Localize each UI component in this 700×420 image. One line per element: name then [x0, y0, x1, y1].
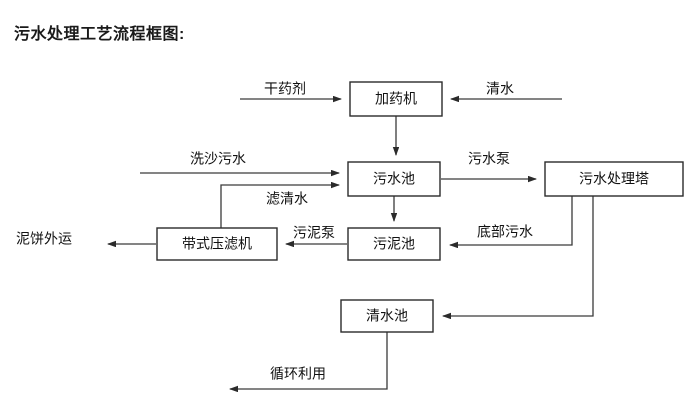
node-treatment-tower[interactable]: 污水处理塔: [544, 161, 684, 197]
node-dosing-machine[interactable]: 加药机: [349, 81, 443, 117]
edge-label-recycle: 循环利用: [270, 366, 326, 382]
edge-label-dry-chemical: 干药剂: [264, 81, 306, 97]
edge-filtrate-to-wastewater-pool: 滤清水: [220, 181, 340, 228]
node-sludge-pool[interactable]: 污泥池: [347, 227, 441, 261]
page-title: 污水处理工艺流程框图:: [14, 26, 185, 43]
edge-line: [220, 181, 340, 228]
node-label-belt-filter-press: 带式压滤机: [182, 236, 252, 252]
node-belt-filter-press[interactable]: 带式压滤机: [156, 227, 278, 261]
node-box[interactable]: [349, 81, 443, 117]
edge-tower-to-clear-water-pool: [442, 196, 594, 320]
node-label-sludge-pool: 污泥池: [373, 236, 415, 252]
node-box[interactable]: [156, 227, 278, 261]
edge-line: [449, 196, 573, 249]
edge-clear-water-recycle: 循环利用: [229, 332, 388, 393]
edge-clean-water-to-dosing: 清水: [450, 81, 562, 103]
edge-line: [442, 196, 594, 320]
edge-dry-chemical-to-dosing: 干药剂: [240, 81, 342, 103]
edge-label-wastewater-pump: 污水泵: [468, 151, 510, 167]
edge-label-clean-water: 清水: [486, 81, 514, 97]
edge-bottom-sludge-to-sludge-pool: 底部污水: [449, 196, 573, 249]
node-box[interactable]: [544, 161, 684, 197]
edge-label-filtrate: 滤清水: [266, 191, 308, 207]
node-label-clear-water-pool: 清水池: [366, 308, 408, 324]
node-clear-water-pool[interactable]: 清水池: [340, 299, 434, 333]
edge-line: [229, 332, 388, 393]
node-label-treatment-tower: 污水处理塔: [579, 171, 649, 187]
edge-pump-to-treatment-tower: 污水泵: [441, 151, 537, 183]
node-wastewater-pool[interactable]: 污水池: [347, 161, 441, 197]
node-box[interactable]: [347, 161, 441, 197]
node-box[interactable]: [340, 299, 434, 333]
edge-label-bottom-wastewater: 底部污水: [477, 224, 533, 240]
edge-label-sandwash: 洗沙污水: [190, 151, 246, 167]
edge-sandwash-to-wastewater-pool: 洗沙污水: [140, 151, 340, 177]
terminal-label-mud-cake-out: 泥饼外运: [16, 231, 72, 247]
node-label-wastewater-pool: 污水池: [373, 171, 415, 187]
edge-sludge-pump-to-press: 污泥泵: [285, 225, 347, 248]
node-box[interactable]: [347, 227, 441, 261]
edge-label-sludge-pump: 污泥泵: [293, 225, 335, 241]
node-label-dosing-machine: 加药机: [375, 91, 417, 107]
